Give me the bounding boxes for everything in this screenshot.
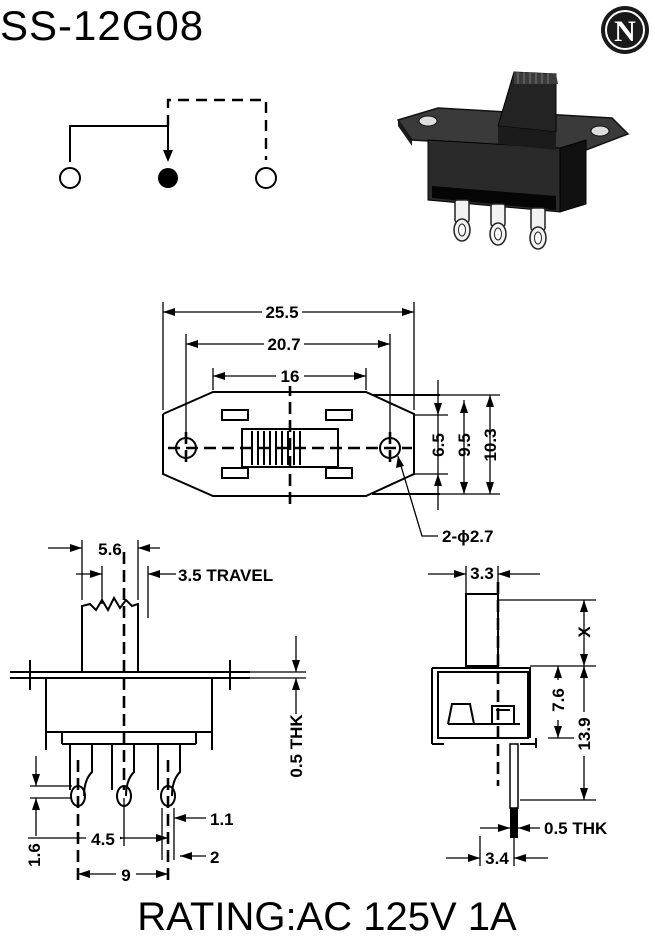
dim-height-outer: 10.3 [481, 428, 500, 461]
switch-schematic [59, 98, 277, 189]
terminal-open-left [59, 167, 81, 189]
dim-hole-spacing: 20.7 [267, 335, 300, 354]
pin-thickness-label: 0.5 THK [544, 819, 608, 838]
hole-callout: 2-ϕ2.7 [442, 527, 494, 546]
dim-side-top: 3.3 [470, 564, 494, 583]
terminal-common [158, 168, 178, 188]
brand-logo: N [601, 6, 649, 54]
dim-height-mid: 9.5 [455, 433, 474, 457]
logo-letter: N [614, 15, 636, 48]
rating-text: RATING:AC 125V 1A [137, 895, 517, 936]
dim-side-bottom: 3.4 [485, 849, 509, 868]
side-view: 3.3 X 7.6 13.9 0.5 THK [428, 564, 608, 868]
terminal-open-right [255, 167, 277, 189]
pin-offset-label: 1.6 [25, 843, 44, 867]
top-view: 25.5 20.7 16 6.5 9.5 10.3 [162, 302, 500, 546]
dim-x: X [575, 626, 594, 638]
dim-pin-pitch: 4.5 [91, 830, 115, 849]
dim-pin-width: 2 [210, 848, 219, 867]
dim-total-height: 13.9 [575, 717, 594, 750]
front-view: 5.6 3.5 TRAVEL 0.5 THK 1.6 [10, 540, 306, 885]
part-number-title: SS-12G08 [0, 2, 204, 49]
product-illustration [396, 71, 630, 250]
dim-height-inner: 6.5 [429, 433, 448, 457]
travel-label: 3.5 TRAVEL [178, 566, 273, 585]
dim-actuator-width: 5.6 [98, 540, 122, 559]
dim-overall-length: 25.5 [265, 303, 298, 322]
dim-housing-height: 7.6 [549, 688, 568, 712]
dim-pin-span: 9 [121, 866, 130, 885]
dim-inner-width: 16 [281, 367, 300, 386]
plate-thickness-label: 0.5 THK [287, 714, 306, 778]
dim-pin-gap: 1.1 [210, 810, 234, 829]
